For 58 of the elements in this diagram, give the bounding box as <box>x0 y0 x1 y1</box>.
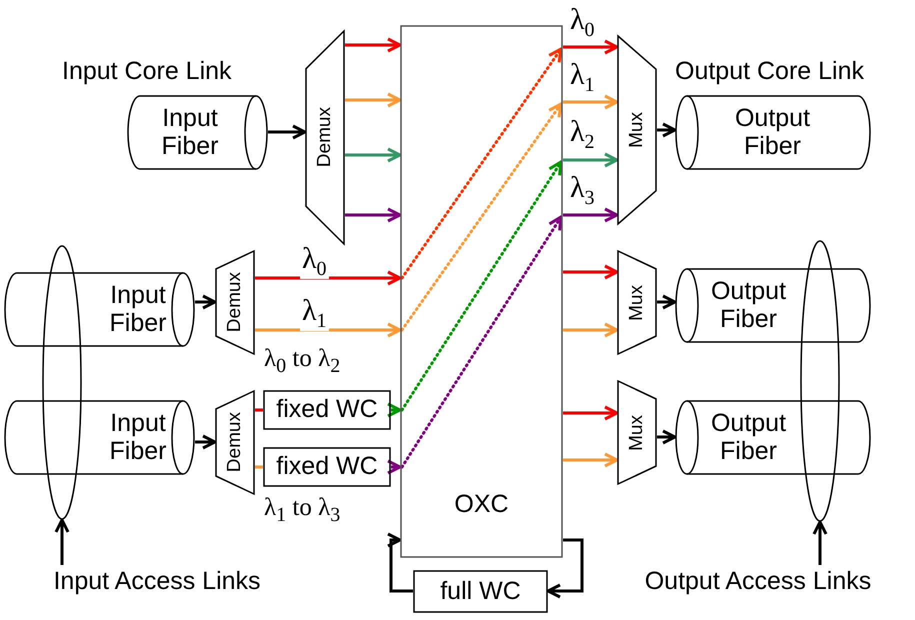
oval-outline <box>800 240 840 522</box>
caption-text: Output Access Links <box>608 565 908 599</box>
arrow <box>563 322 618 338</box>
arrow <box>386 532 413 592</box>
leader-line <box>54 518 70 565</box>
arrow <box>345 38 402 52</box>
mux-trapezoid: Mux <box>617 250 657 355</box>
arrow <box>546 538 584 598</box>
link-label: Input Core Link <box>62 58 232 86</box>
arrow <box>255 322 402 338</box>
mux-trapezoid: Mux <box>617 380 657 485</box>
arrow <box>563 452 618 468</box>
link-label: Output Core Link <box>675 58 864 86</box>
oval-outline <box>42 245 82 520</box>
arrow <box>563 94 618 110</box>
arrow <box>657 294 676 310</box>
converter-box: fixed WC <box>263 390 391 430</box>
arrow <box>386 402 402 418</box>
arrow <box>255 270 402 286</box>
fiber-cylinder: Output Fiber <box>675 400 870 475</box>
node-label: Input Fiber <box>162 104 218 160</box>
edge-label: λ$_{1}$ <box>300 296 329 331</box>
caption-text: Input Access Links <box>22 565 292 599</box>
converter-box: full WC <box>413 570 548 613</box>
switch-box: OXC <box>400 25 563 558</box>
arrow <box>563 40 618 54</box>
mux-trapezoid: Mux <box>617 35 657 225</box>
converter-box: fixed WC <box>263 447 391 487</box>
fiber-cylinder: Output Fiber <box>675 268 870 343</box>
fiber-cylinder: Input Fiber <box>5 400 195 475</box>
arrow <box>345 92 402 108</box>
arrow <box>345 208 402 222</box>
edge-label: λ$_{0}$ <box>300 244 329 279</box>
node-label: Output Fiber <box>710 277 786 332</box>
connector-line <box>255 408 263 412</box>
demux-trapezoid: Demux <box>305 30 345 245</box>
node-label: Output Fiber <box>734 104 810 160</box>
arrow <box>345 148 402 162</box>
arrow <box>268 124 306 140</box>
fiber-cylinder: Input Fiber <box>128 95 268 170</box>
arrow <box>563 264 618 280</box>
node-label: Input Fiber <box>110 281 166 336</box>
node-label: Input Fiber <box>110 409 166 464</box>
demux-trapezoid: Demux <box>215 390 255 495</box>
arrow <box>195 294 216 310</box>
fiber-cylinder: Output Fiber <box>675 95 870 170</box>
arrow <box>563 208 618 222</box>
node-label: Output Fiber <box>710 409 786 464</box>
fiber-cylinder: Input Fiber <box>5 272 195 347</box>
demux-trapezoid: Demux <box>215 250 255 355</box>
arrow <box>563 406 618 420</box>
connector-line <box>255 466 263 468</box>
leader-line <box>812 520 828 565</box>
arrow <box>657 430 676 444</box>
arrow <box>386 460 402 474</box>
arrow <box>657 122 676 138</box>
arrow <box>563 152 618 168</box>
arrow <box>195 434 216 450</box>
